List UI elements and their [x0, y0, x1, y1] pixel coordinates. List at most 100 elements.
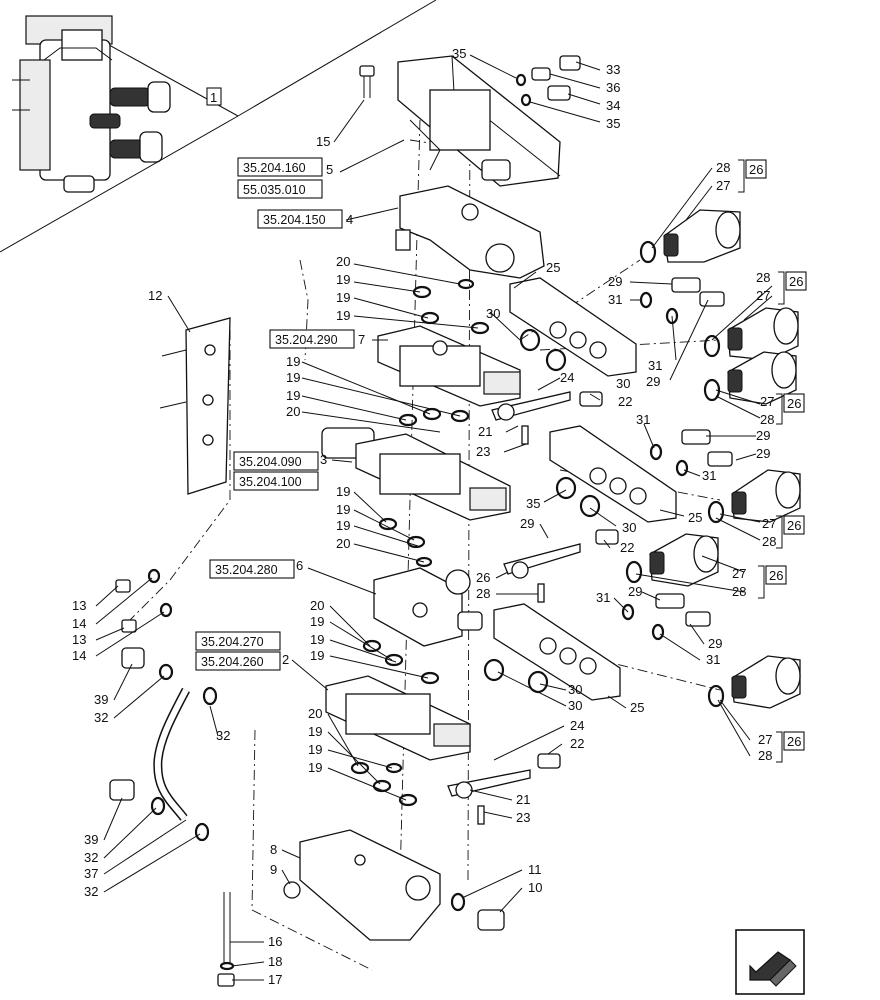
- callout: 35: [526, 496, 540, 511]
- bracket-plate-part-12: [159, 317, 231, 495]
- callout: 14: [72, 616, 86, 631]
- callout: 35: [606, 116, 620, 131]
- coupler-block-middle: [549, 425, 677, 523]
- ref-26-a[interactable]: 26: [749, 162, 763, 177]
- callout: 37: [84, 866, 98, 881]
- callout: 27: [716, 178, 730, 193]
- callout: 32: [94, 710, 108, 725]
- callout: 30: [486, 306, 500, 321]
- top-cover-part-5: [397, 55, 561, 187]
- callout: 19: [336, 484, 350, 499]
- ref-35-204-090[interactable]: 35.204.090: [239, 455, 302, 469]
- ref-35-204-260[interactable]: 35.204.260: [201, 655, 264, 669]
- valve-section-part-6: [373, 567, 483, 647]
- callout: 31: [608, 292, 622, 307]
- body-part-4: [395, 185, 545, 279]
- ref-26-d[interactable]: 26: [787, 518, 801, 533]
- callout: 19: [336, 272, 350, 287]
- next-page-arrow-icon[interactable]: [735, 929, 805, 995]
- callout: 28: [760, 412, 774, 427]
- ref-26-f[interactable]: 26: [787, 734, 801, 749]
- callout: 9: [270, 862, 277, 877]
- callout: 21: [478, 424, 492, 439]
- callout: 31: [596, 590, 610, 605]
- linkage-middle: [503, 529, 619, 603]
- callout: 33: [606, 62, 620, 77]
- bracket-26-boxes: 26 26 26 26 26 26: [738, 159, 807, 763]
- ref-35-204-160[interactable]: 35.204.160: [243, 161, 306, 175]
- quick-coupler-6: [707, 655, 801, 709]
- callout: 31: [648, 358, 662, 373]
- callout: 27: [758, 732, 772, 747]
- callout: 39: [94, 692, 108, 707]
- linkage-upper: [491, 391, 603, 445]
- hydraulic-pipe-part-37: [153, 687, 190, 821]
- ref-26-c[interactable]: 26: [787, 396, 801, 411]
- callout: 39: [84, 832, 98, 847]
- quick-coupler-5: [625, 533, 719, 587]
- callout: 32: [84, 884, 98, 899]
- callout: 22: [620, 540, 634, 555]
- callout-numbers: 35 33 36 34 35 15 5 4 28 27 25 20 19 19 …: [72, 46, 776, 987]
- callout: 11: [528, 862, 542, 877]
- ref-35-204-100[interactable]: 35.204.100: [239, 475, 302, 489]
- callout: 19: [336, 518, 350, 533]
- callout: 32: [216, 728, 230, 743]
- callout: 31: [706, 652, 720, 667]
- coupler-block-lower: [493, 603, 621, 701]
- callout: 12: [148, 288, 162, 303]
- callout: 17: [268, 972, 282, 987]
- overview-inset: 1: [0, 0, 437, 253]
- linkage-lower: [447, 753, 561, 825]
- callout: 19: [286, 370, 300, 385]
- callout: 29: [608, 274, 622, 289]
- callout: 29: [628, 584, 642, 599]
- callout: 16: [268, 934, 282, 949]
- ref-55-035-010[interactable]: 55.035.010: [243, 183, 306, 197]
- callout: 25: [688, 510, 702, 525]
- callout: 20: [310, 598, 324, 613]
- callout: 29: [520, 516, 534, 531]
- valve-section-part-3: [321, 427, 511, 521]
- callout: 7: [358, 332, 365, 347]
- callout: 13: [72, 598, 86, 613]
- ref-26-e[interactable]: 26: [769, 568, 783, 583]
- callout: 19: [336, 502, 350, 517]
- overview-callout-box: [206, 87, 222, 106]
- callout: 19: [310, 648, 324, 663]
- callout: 27: [760, 394, 774, 409]
- valve-section-part-7: [377, 325, 521, 407]
- quick-coupler-2: [703, 307, 799, 361]
- callout: 23: [516, 810, 530, 825]
- callout: 15: [316, 134, 330, 149]
- callout: 29: [756, 446, 770, 461]
- end-cover-part-8: [283, 829, 441, 941]
- callout: 25: [546, 260, 560, 275]
- plugs-and-orings: [621, 277, 733, 641]
- callout: 3: [320, 452, 327, 467]
- ref-26-b[interactable]: 26: [789, 274, 803, 289]
- callout: 19: [308, 760, 322, 775]
- callout: 18: [268, 954, 282, 969]
- ref-35-204-290[interactable]: 35.204.290: [275, 333, 338, 347]
- callout: 19: [336, 308, 350, 323]
- callout: 27: [756, 288, 770, 303]
- ref-35-204-280[interactable]: 35.204.280: [215, 563, 278, 577]
- callout: 28: [756, 270, 770, 285]
- callout: 8: [270, 842, 277, 857]
- callout: 19: [308, 742, 322, 757]
- ref-35-204-270[interactable]: 35.204.270: [201, 635, 264, 649]
- screw-part-15: [359, 65, 375, 98]
- callout: 26: [476, 570, 490, 585]
- callout: 32: [84, 850, 98, 865]
- leader-lines: [95, 54, 773, 981]
- fitting-group-top: [515, 55, 581, 107]
- callout: 20: [308, 706, 322, 721]
- callout: 34: [606, 98, 620, 113]
- coupler-orings: [483, 328, 601, 694]
- ref-35-204-150[interactable]: 35.204.150: [263, 213, 326, 227]
- callout: 28: [762, 534, 776, 549]
- callout: 22: [618, 394, 632, 409]
- callout: 20: [336, 254, 350, 269]
